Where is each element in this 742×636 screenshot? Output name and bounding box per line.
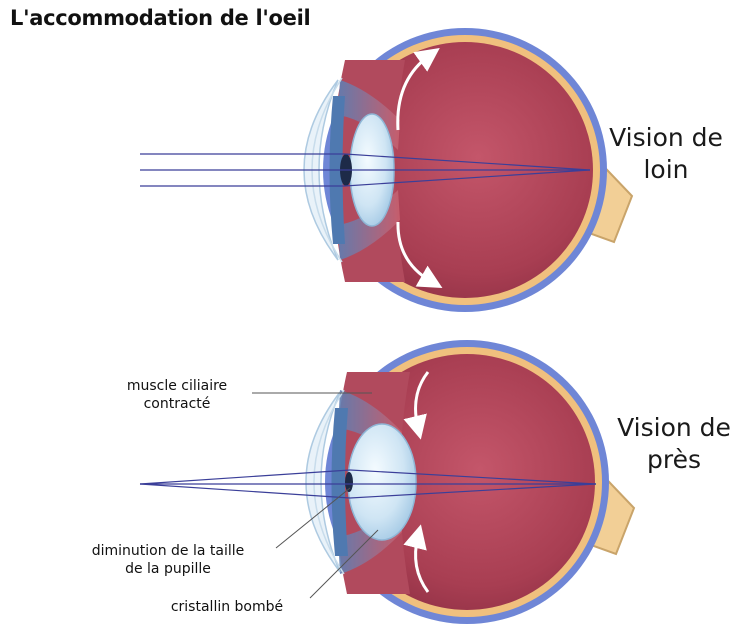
- annotation-pupil-line2: de la pupille: [58, 560, 278, 578]
- diagram-title: L'accommodation de l'oeil: [10, 6, 310, 30]
- label-near-vision-line2: près: [604, 444, 742, 476]
- annotation-lens-line1: cristallin bombé: [144, 598, 310, 616]
- annotation-ciliary-line1: muscle ciliaire: [102, 377, 252, 395]
- label-far-vision: Vision de loin: [596, 122, 736, 186]
- annotation-pupil-size: diminution de la taille de la pupille: [58, 542, 278, 578]
- annotation-ciliary-line2: contracté: [102, 395, 252, 413]
- annotation-ciliary-muscle: muscle ciliaire contracté: [102, 377, 252, 413]
- label-near-vision-line1: Vision de: [604, 412, 742, 444]
- annotation-lens-bulged: cristallin bombé: [144, 598, 310, 616]
- annotation-pupil-line1: diminution de la taille: [58, 542, 278, 560]
- eye-far-vision: [140, 28, 632, 312]
- lens-bulged: [348, 424, 416, 540]
- label-far-vision-line1: Vision de: [596, 122, 736, 154]
- label-near-vision: Vision de près: [604, 412, 742, 476]
- label-far-vision-line2: loin: [596, 154, 736, 186]
